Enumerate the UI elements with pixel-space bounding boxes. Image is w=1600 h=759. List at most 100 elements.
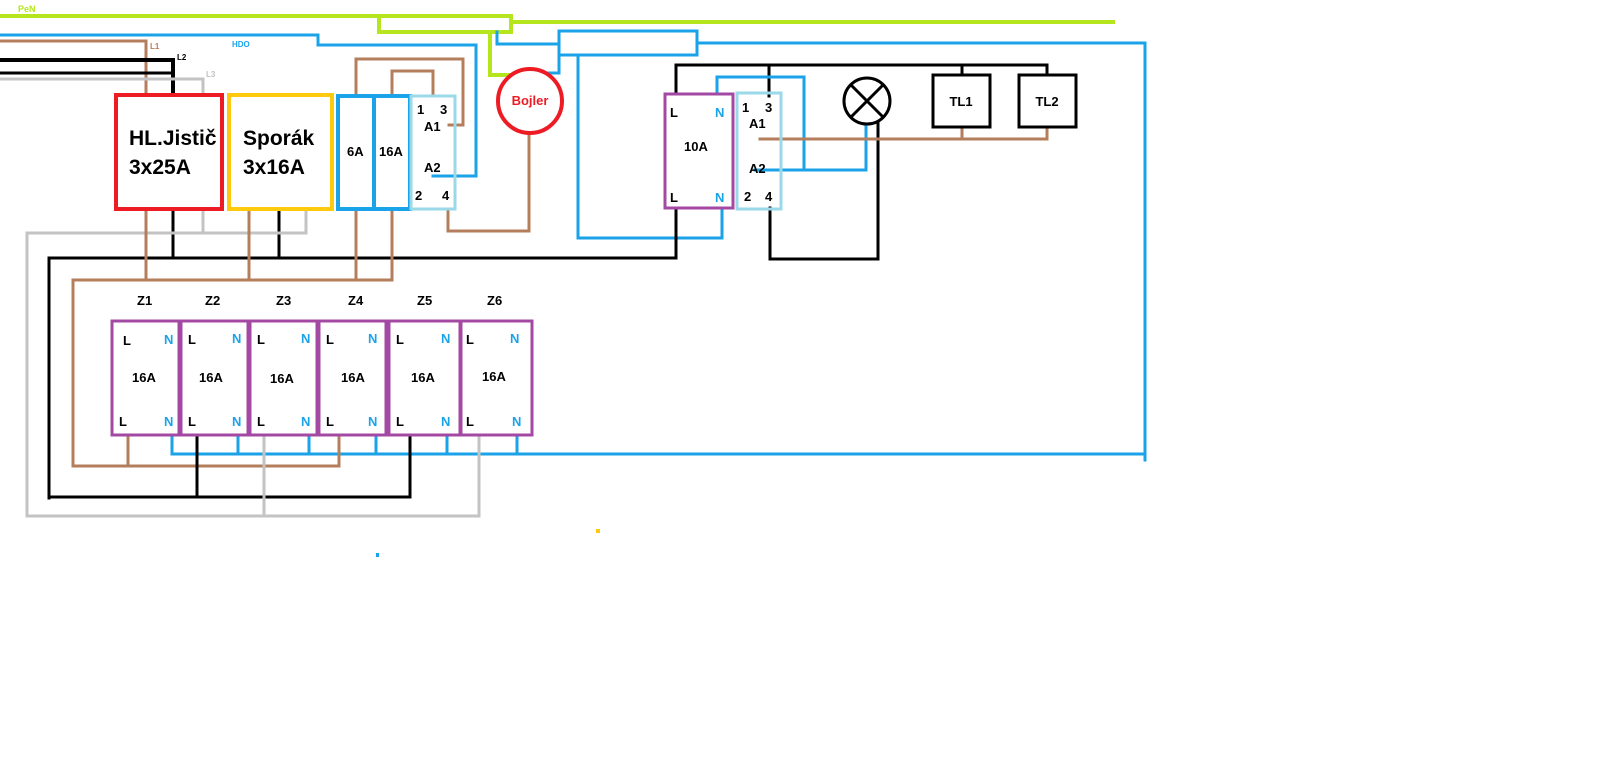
contactor-hdo-t1: 1	[417, 102, 424, 117]
hdo-breakers: 6A 16A	[336, 94, 412, 211]
circuit-name: Z5	[417, 293, 432, 308]
wire-n	[695, 41, 1147, 462]
circuit-l-bottom: L	[257, 414, 265, 429]
wire-z-l2	[47, 434, 412, 499]
lamp-icon	[842, 76, 892, 126]
boiler: Bojler	[496, 67, 564, 135]
circuit-n-top: N	[510, 331, 519, 346]
wire-n-light	[576, 53, 724, 240]
main-breaker-name: HL.Jistič	[129, 127, 217, 150]
wire-z-n	[170, 434, 1147, 456]
wire-l3	[0, 77, 205, 98]
wire-hdo-feed	[390, 69, 435, 98]
rcbo-light-rating: 10A	[684, 139, 708, 154]
hdo-breaker-16a: 16A	[379, 144, 403, 159]
main-breaker-rating: 3x25A	[129, 156, 191, 179]
rcbo-light-n-bottom: N	[715, 190, 724, 205]
wire-l2-bus	[47, 206, 678, 500]
contactor-hdo-t3: 3	[440, 102, 447, 117]
circuit-n-top: N	[368, 331, 377, 346]
wire-light-ret	[768, 120, 880, 261]
label-l2: L2	[177, 53, 187, 62]
circuit-n-top: N	[164, 332, 173, 347]
stove-breaker: Sporák 3x16A	[227, 93, 334, 211]
circuit-l-top: L	[188, 332, 196, 347]
circuit-z1: Z1 L N 16A L N	[110, 293, 181, 437]
circuit-n-bottom: N	[301, 414, 310, 429]
wire-l3-bus	[25, 208, 308, 518]
rcbo-light: L N 10A L N	[663, 92, 735, 210]
stove-breaker-name: Sporák	[243, 127, 315, 150]
circuit-l-bottom: L	[466, 414, 474, 429]
circuit-l-top: L	[466, 332, 474, 347]
circuit-l-top: L	[257, 332, 265, 347]
wire-l1	[0, 39, 148, 98]
circuit-name: Z1	[137, 293, 152, 308]
wire-z-l1	[71, 434, 341, 468]
contactor-light: 1 3 A1 A2 2 4	[735, 91, 783, 211]
circuit-l-bottom: L	[326, 414, 334, 429]
wire-z-l3	[25, 434, 481, 518]
main-breaker: HL.Jistič 3x25A	[114, 93, 224, 211]
circuit-z6: Z6 L N 16A L N	[459, 293, 534, 437]
wire-hdo	[0, 33, 478, 178]
wire-boiler	[446, 131, 531, 233]
button-tl1-label: TL1	[949, 94, 972, 109]
circuit-l-bottom: L	[396, 414, 404, 429]
stray-dot	[376, 553, 379, 557]
circuit-name: Z6	[487, 293, 502, 308]
wire-light-l	[674, 63, 1049, 95]
n-bus	[557, 29, 699, 57]
contactor-light-t1: 1	[742, 100, 749, 115]
button-tl2-label: TL2	[1035, 94, 1058, 109]
stove-breaker-rating: 3x16A	[243, 156, 305, 179]
circuit-n-bottom: N	[512, 414, 521, 429]
wire-pen	[377, 14, 513, 24]
wire-hdo-feed	[354, 57, 465, 127]
label-l1: L1	[150, 42, 160, 51]
contactor-light-t2: 2	[744, 189, 751, 204]
rcbo-light-n-top: N	[715, 105, 724, 120]
contactor-hdo: 1 3 A1 A2 2 4	[409, 94, 457, 211]
contactor-hdo-a1: A1	[424, 119, 441, 134]
circuit-n-bottom: N	[232, 414, 241, 429]
circuit-n-top: N	[232, 331, 241, 346]
wire-lamp-n	[715, 75, 868, 172]
circuit-rating: 16A	[199, 370, 223, 385]
circuit-z3: Z3 L N 16A L N	[248, 293, 319, 437]
wire-l1-bus	[71, 208, 394, 468]
contactor-light-a1: A1	[749, 116, 766, 131]
contactor-hdo-a2: A2	[424, 160, 441, 175]
circuit-breakers: Z1 L N 16A L N Z2 L N 16A L N Z3 L N 16A…	[110, 293, 534, 437]
wire-pen	[0, 14, 1115, 34]
circuit-l-top: L	[123, 333, 131, 348]
circuit-l-top: L	[326, 332, 334, 347]
button-tl1: TL1	[931, 73, 992, 129]
circuit-n-bottom: N	[164, 414, 173, 429]
circuit-l-bottom: L	[188, 414, 196, 429]
contactor-light-t4: 4	[765, 189, 773, 204]
circuit-rating: 16A	[132, 370, 156, 385]
label-hdo: HDO	[232, 40, 250, 49]
contactor-hdo-t2: 2	[415, 188, 422, 203]
circuit-name: Z3	[276, 293, 291, 308]
wire-pen-boiler	[488, 30, 515, 77]
circuit-rating: 16A	[482, 369, 506, 384]
circuit-n-bottom: N	[368, 414, 377, 429]
circuit-rating: 16A	[411, 370, 435, 385]
rcbo-light-l-bottom: L	[670, 190, 678, 205]
circuit-z2: Z2 L N 16A L N	[179, 293, 250, 437]
contactor-light-t3: 3	[765, 100, 772, 115]
button-tl2: TL2	[1017, 73, 1078, 129]
circuit-name: Z2	[205, 293, 220, 308]
circuit-n-top: N	[441, 331, 450, 346]
stray-dot	[596, 529, 600, 533]
wire-l2	[0, 58, 175, 98]
label-l3: L3	[206, 70, 216, 79]
contactor-hdo-t4: 4	[442, 188, 450, 203]
circuit-n-bottom: N	[441, 414, 450, 429]
circuit-rating: 16A	[270, 371, 294, 386]
wires	[0, 14, 1147, 518]
wire-n	[495, 30, 561, 75]
